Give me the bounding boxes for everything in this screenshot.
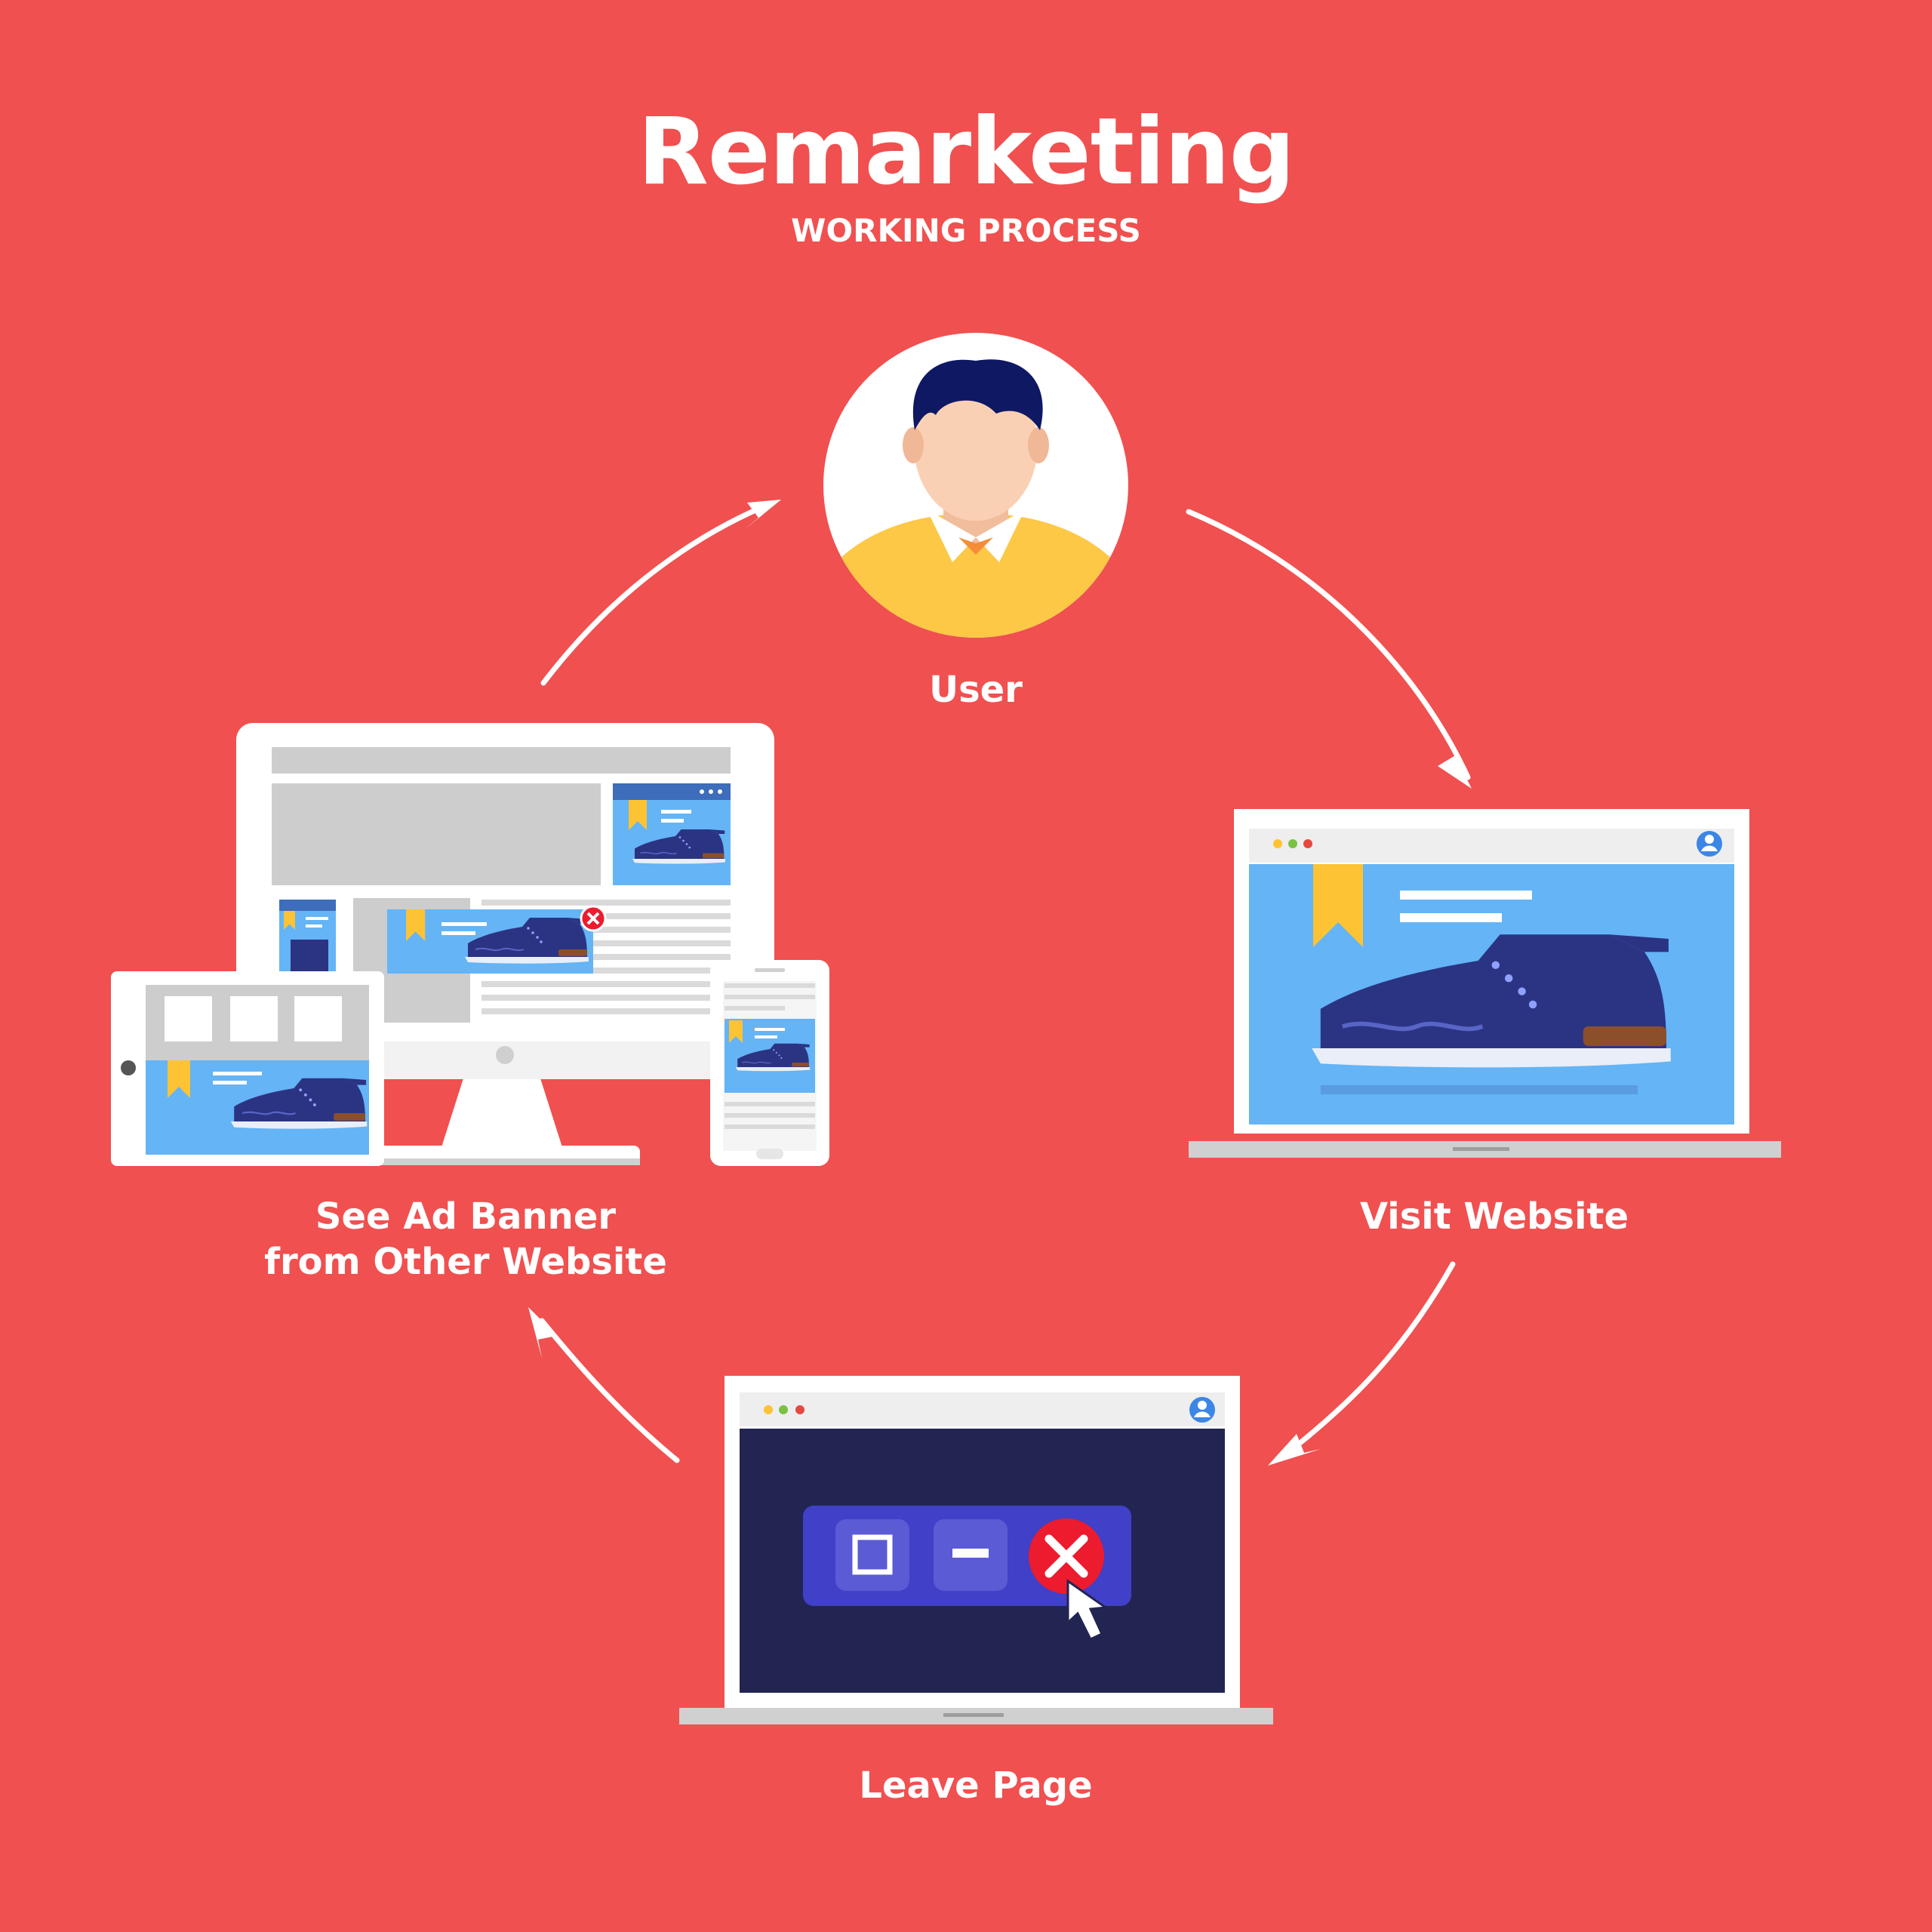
user-avatar-icon <box>823 333 1128 638</box>
arrow-user-to-visit <box>1186 509 1471 780</box>
step-visit-website-label: Visit Website <box>1359 1195 1629 1238</box>
maximize-icon <box>835 1519 909 1591</box>
leave-page-laptop <box>679 1376 1273 1724</box>
multi-device-banner <box>111 723 829 1166</box>
minimize-icon <box>934 1519 1008 1591</box>
visit-website-laptop <box>1189 809 1781 1158</box>
close-icon <box>1029 1518 1104 1594</box>
cycle-arrows <box>539 504 1471 1463</box>
step-leave-page-label: Leave Page <box>859 1764 1093 1807</box>
arrow-visit-to-leave <box>1280 1261 1456 1460</box>
arrow-heads <box>528 500 1472 1466</box>
step-user-label: User <box>929 669 1023 711</box>
diagram-subtitle: WORKING PROCESS <box>791 212 1141 249</box>
profile-icon <box>1697 831 1722 857</box>
arrow-leave-to-banner <box>539 1318 680 1463</box>
step-see-ad-banner-label: See Ad Banner from Other Website <box>239 1194 692 1284</box>
cursor-icon <box>1066 1579 1109 1641</box>
step-see-ad-banner-line2: from Other Website <box>264 1241 667 1283</box>
step-see-ad-banner-line1: See Ad Banner <box>315 1195 617 1238</box>
arrow-banner-to-user <box>540 504 765 686</box>
diagram-title: Remarketing <box>637 98 1295 205</box>
